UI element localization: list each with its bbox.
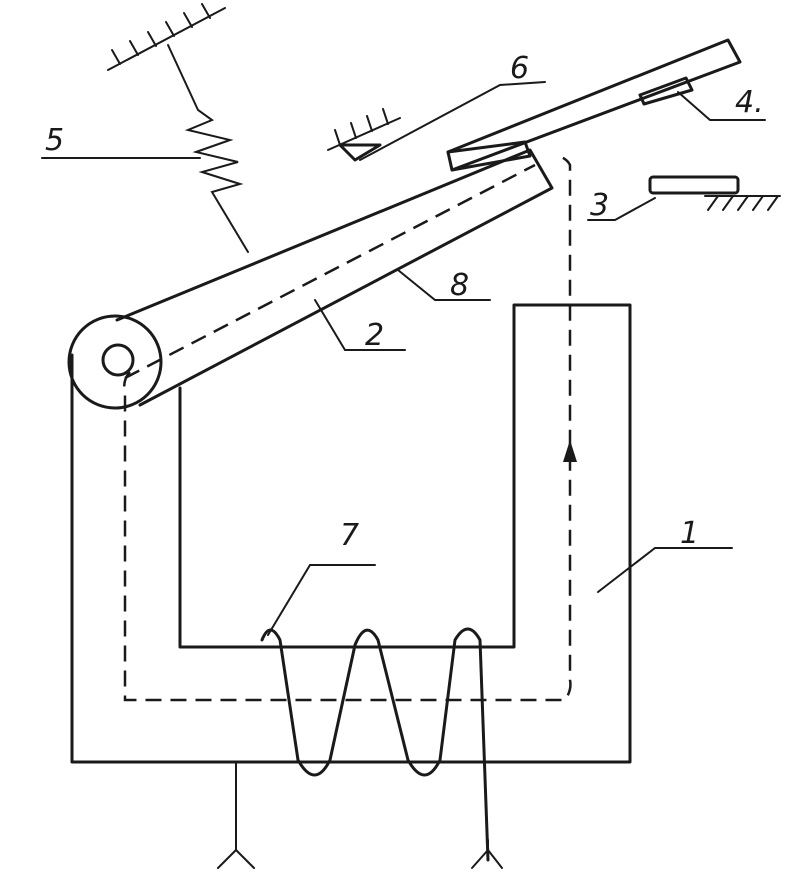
magnetic-core [70,303,632,764]
armature-inner-dash [124,163,536,380]
leader-8 [397,269,491,301]
flux-arrow-icon [563,440,577,462]
leader-6 [359,81,546,161]
label-8: 8 [450,268,469,303]
label-1: 1 [680,516,699,551]
ground-6 [327,108,401,151]
leader-4 [677,91,766,121]
pivot-inner [101,343,135,377]
spring-5 [167,44,249,253]
label-6: 6 [510,51,529,86]
stop-6 [338,143,382,162]
pivot-outer [67,314,163,410]
leader-3 [587,197,656,221]
leader-1 [597,547,733,593]
flux-path [122,154,572,702]
contact-bar [446,38,742,172]
leader-2 [314,299,406,351]
label-4: 4. [735,85,764,120]
label-2: 2 [365,318,384,353]
label-7: 7 [340,518,359,553]
armature [115,148,554,407]
fixed-contact-3 [648,175,740,195]
label-5: 5 [45,123,64,158]
leader-7 [267,564,376,636]
ground-3 [704,195,781,211]
label-3: 3 [590,188,609,223]
contact-pad-armature [446,140,532,172]
spring-top-ground [107,3,226,71]
coil-7 [260,627,490,862]
lead-right [471,839,503,869]
moving-contact-4 [638,76,694,106]
lead-left [217,761,255,869]
